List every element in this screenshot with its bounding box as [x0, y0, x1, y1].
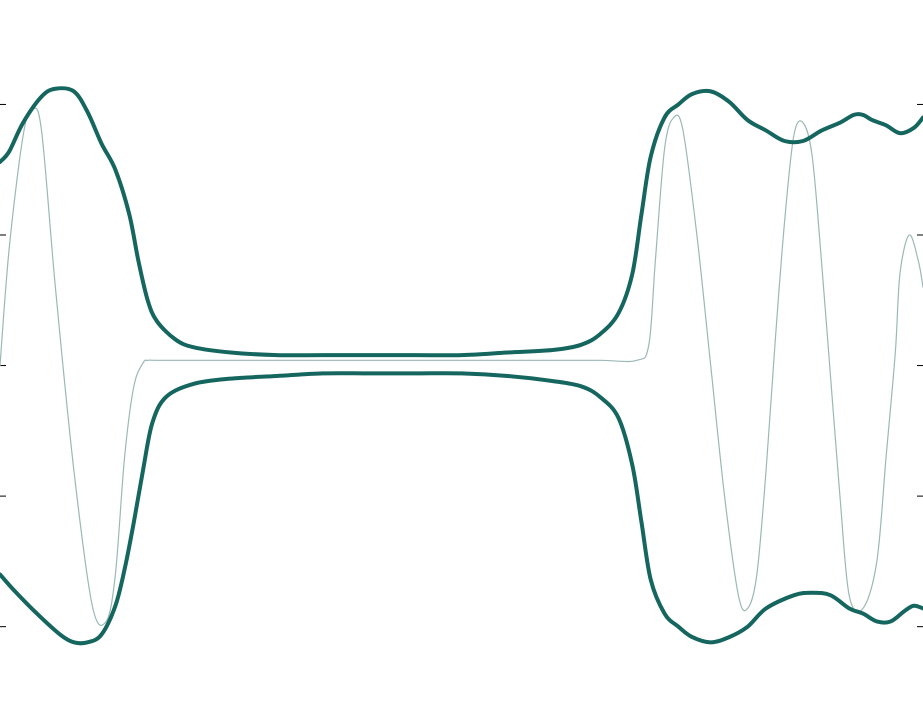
series-line-lower-envelope: [0, 371, 923, 646]
y-ticks-left: [0, 103, 6, 628]
series-line-upper-envelope: [0, 86, 923, 358]
y-ticks-right: [917, 103, 923, 628]
series-line-signal: [0, 107, 923, 627]
series-layer: [0, 86, 923, 646]
